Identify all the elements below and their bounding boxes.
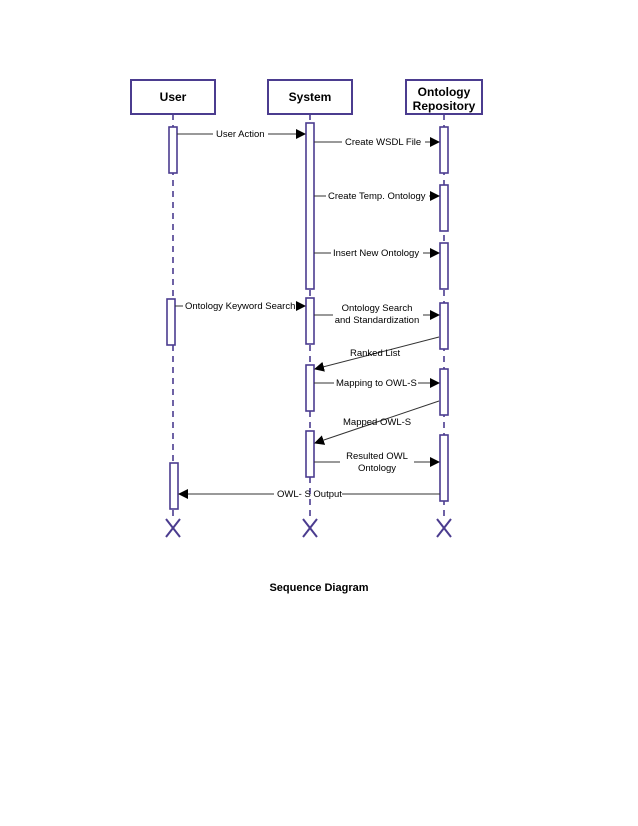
end-marker-system: [302, 518, 318, 538]
message-create-wsdl-file-label: Create WSDL File: [345, 137, 421, 148]
message-resulted-owl-label-line1: Resulted OWL: [346, 451, 408, 462]
message-resulted-owl-label-line2: Ontology: [358, 463, 396, 474]
end-marker-user: [165, 518, 181, 538]
message-ontology-search-label-line2: and Standardization: [335, 315, 420, 326]
activation-user-2: [166, 298, 176, 346]
message-owl-s-output: OWL- S Output: [178, 489, 440, 500]
message-mapped-owl-s-label: Mapped OWL-S: [343, 417, 411, 428]
actor-ontology-repository: Ontology Repository: [405, 79, 483, 115]
activation-repository-4: [439, 302, 449, 350]
message-mapping-to-owl-s-label: Mapping to OWL-S: [336, 378, 417, 389]
activation-repository-3: [439, 242, 449, 290]
message-create-temp-ontology: Create Temp. Ontology: [314, 191, 440, 202]
actor-repository-label-line2: Repository: [413, 99, 476, 113]
message-mapping-to-owl-s: Mapping to OWL-S: [314, 378, 440, 389]
actor-system: System: [267, 79, 353, 115]
message-create-wsdl-file: Create WSDL File: [314, 137, 440, 148]
message-owl-s-output-label: OWL- S Output: [277, 489, 342, 500]
message-mapped-owl-s: Mapped OWL-S: [314, 400, 440, 445]
activation-repository-1: [439, 126, 449, 174]
activation-repository-6: [439, 434, 449, 502]
end-marker-repository: [436, 518, 452, 538]
actor-user: User: [130, 79, 216, 115]
figure-caption: Sequence Diagram: [269, 582, 369, 594]
message-insert-new-ontology-label: Insert New Ontology: [333, 248, 419, 259]
actor-repository-label-line1: Ontology: [418, 85, 471, 99]
message-ranked-list: Ranked List: [314, 336, 440, 372]
activation-system-1: [305, 122, 315, 290]
activation-system-4: [305, 430, 315, 478]
message-create-temp-ontology-label: Create Temp. Ontology: [328, 191, 426, 202]
message-ontology-search-standardization: Ontology Search and Standardization: [314, 303, 440, 326]
message-user-action-label: User Action: [216, 129, 265, 140]
actor-system-label: System: [289, 90, 332, 104]
message-resulted-owl-ontology: Resulted OWL Ontology: [314, 451, 440, 474]
message-ontology-keyword-search-label: Ontology Keyword Search: [185, 301, 295, 312]
actor-user-label: User: [160, 90, 187, 104]
message-ranked-list-label: Ranked List: [350, 348, 401, 359]
message-user-action: User Action: [177, 129, 306, 140]
activation-system-3: [305, 364, 315, 412]
activation-repository-5: [439, 368, 449, 416]
message-insert-new-ontology: Insert New Ontology: [314, 248, 440, 259]
activation-user-3: [169, 462, 179, 510]
message-ontology-search-label-line1: Ontology Search: [342, 303, 413, 314]
activation-repository-2: [439, 184, 449, 232]
activation-system-2: [305, 297, 315, 345]
message-ontology-keyword-search: Ontology Keyword Search: [175, 301, 306, 312]
activation-user-1: [168, 126, 178, 174]
